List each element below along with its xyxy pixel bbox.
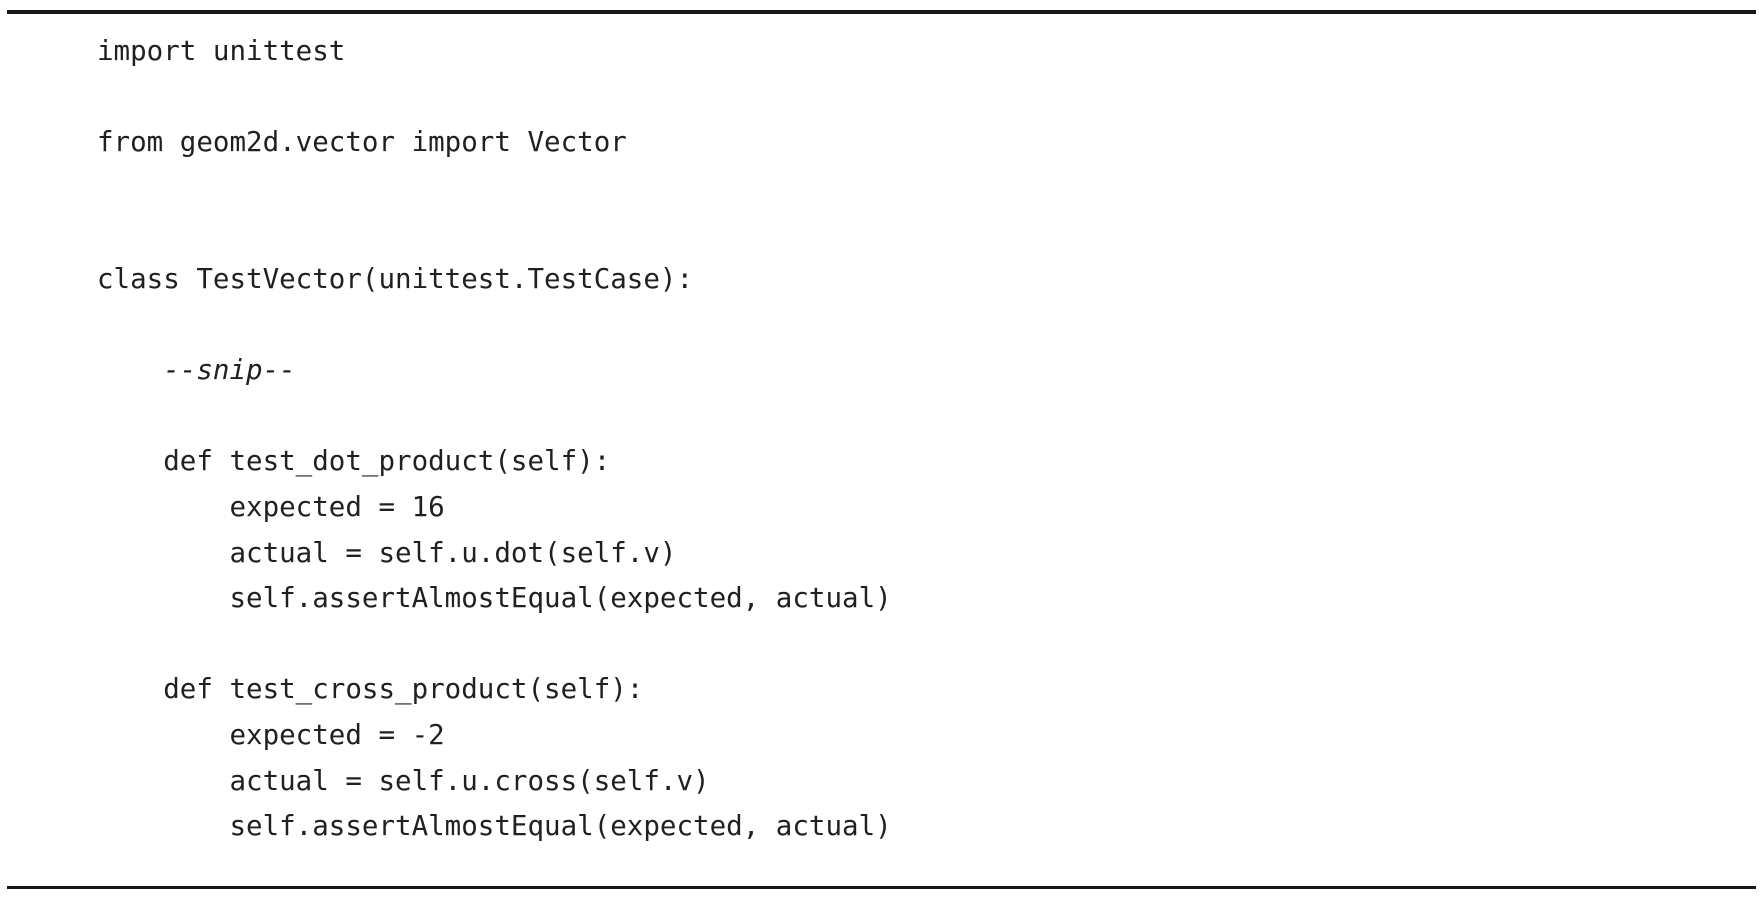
code-line-expected: expected = 16 <box>97 490 445 523</box>
code-line-class-def: class TestVector(unittest.TestCase): <box>97 262 694 295</box>
top-rule <box>7 10 1756 14</box>
code-line-blank <box>97 394 1761 440</box>
code-line-import: import unittest <box>97 35 346 67</box>
code-line-def-test-cross-product: def test_cross_product(self): <box>97 673 644 706</box>
snip-marker: --snip-- <box>97 354 296 387</box>
code-line-expected: expected = -2 <box>97 718 445 751</box>
code-line-actual: actual = self.u.cross(self.v) <box>97 764 710 797</box>
code-line-blank <box>97 303 1761 349</box>
code-line-blank <box>97 75 1761 121</box>
code-line-def-test-dot-product: def test_dot_product(self): <box>97 445 611 478</box>
code-listing: import unittest from geom2d.vector impor… <box>97 29 1761 850</box>
code-line-blank <box>97 622 1761 668</box>
code-line-blank <box>97 166 1761 212</box>
code-line-blank <box>97 211 1761 257</box>
code-line-actual: actual = self.u.dot(self.v) <box>97 536 677 569</box>
code-line-from-import: from geom2d.vector import Vector <box>97 126 627 159</box>
bottom-rule <box>7 886 1756 889</box>
code-line-assert: self.assertAlmostEqual(expected, actual) <box>97 582 892 615</box>
code-line-assert: self.assertAlmostEqual(expected, actual) <box>97 810 892 843</box>
